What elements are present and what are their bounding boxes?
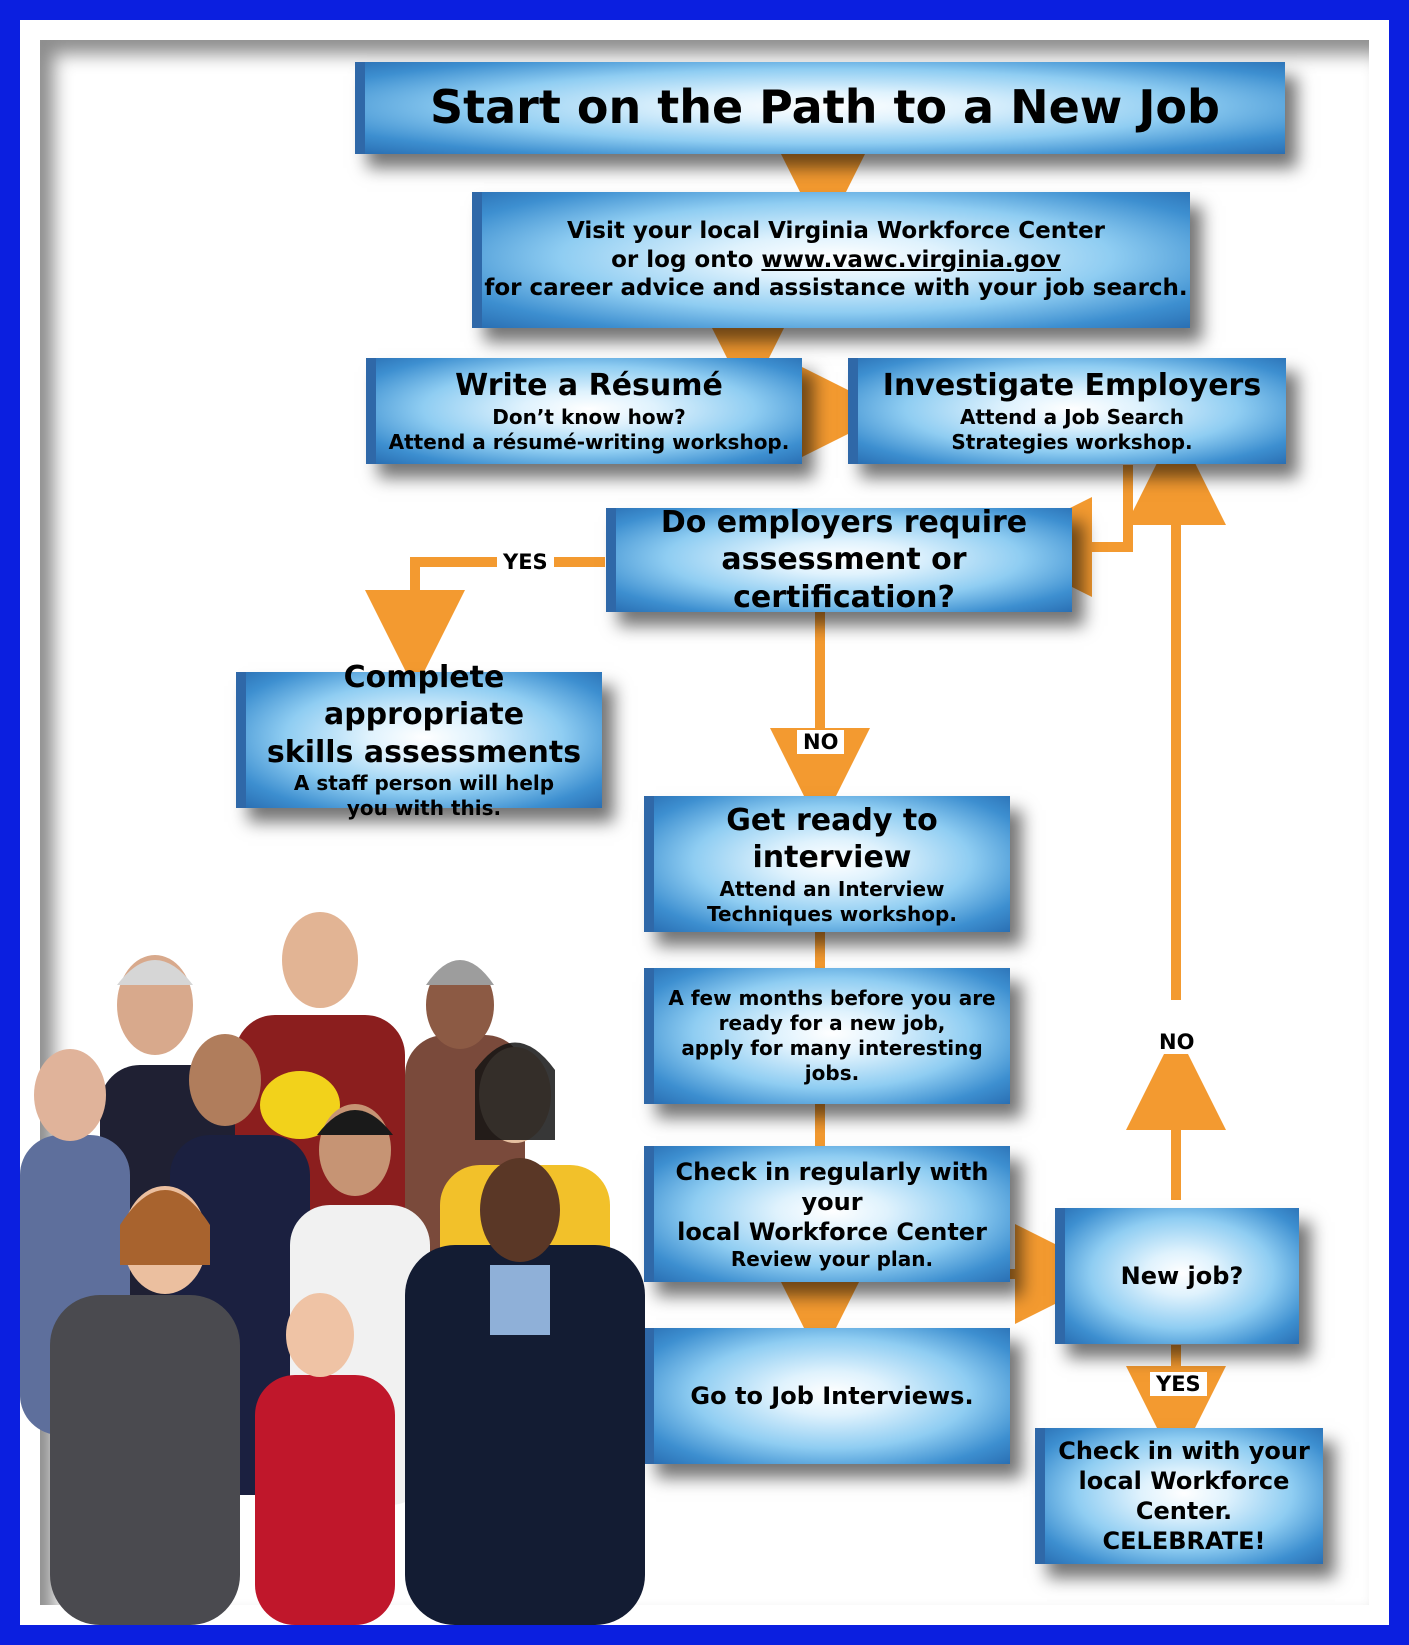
apply-line-1: A few months before you are (668, 986, 996, 1010)
new-job-box: New job? (1055, 1208, 1299, 1344)
person-hard-hat (260, 1071, 340, 1139)
assess-heading-2: skills assessments (266, 734, 582, 770)
celebrate-line-2: local Workforce Center. (1078, 1467, 1290, 1525)
yes-label-down: YES (1150, 1372, 1207, 1396)
new-job-text: New job? (1120, 1262, 1244, 1290)
assess-line-2: you with this. (346, 796, 502, 821)
group-of-workers-photo (20, 912, 645, 1625)
investigate-line-2: Strategies workshop. (951, 429, 1193, 454)
go-interviews-text: Go to Job Interviews. (690, 1382, 974, 1410)
visit-line-3: for career advice and assistance with yo… (484, 275, 1188, 302)
investigate-line-1: Attend a Job Search (959, 404, 1185, 429)
visit-line-1: Visit your local Virginia Workforce Cent… (566, 217, 1106, 244)
person-girl-red-dress (255, 1293, 395, 1625)
yes-label-left: YES (497, 550, 554, 574)
checkin-line-2: local Workforce Center (677, 1217, 987, 1246)
decision-line-1: Do employers require (660, 504, 1028, 540)
title-box: Start on the Path to a New Job (355, 62, 1285, 154)
write-resume-box: Write a Résumé Don’t know how? Attend a … (366, 358, 802, 464)
decision-line-2: assessment or certification? (721, 542, 967, 615)
go-to-interviews-box: Go to Job Interviews. (644, 1328, 1010, 1464)
assess-line-1: A staff person will help (293, 771, 555, 796)
check-in-regularly-box: Check in regularly with your local Workf… (644, 1146, 1010, 1282)
assess-heading-1: Complete appropriate (323, 659, 525, 733)
apply-jobs-box: A few months before you are ready for a … (644, 968, 1010, 1104)
vawc-website-link[interactable]: www.vawc.virginia.gov (761, 246, 1061, 273)
interview-prep-line-2: Techniques workshop. (707, 901, 957, 926)
skills-assessment-box: Complete appropriate skills assessments … (236, 660, 602, 820)
decision-box: Do employers require assessment or certi… (606, 505, 1072, 615)
visit-line-2: or log onto www.vawc.virginia.gov (611, 246, 1061, 275)
resume-line-2: Attend a résumé-writing workshop. (388, 429, 790, 454)
no-label-right: NO (1153, 1030, 1201, 1054)
apply-line-3: apply for many interesting jobs. (681, 1036, 983, 1085)
investigate-employers-box: Investigate Employers Attend a Job Searc… (848, 358, 1286, 464)
celebrate-line-1: Check in with your (1058, 1437, 1310, 1465)
page-title: Start on the Path to a New Job (430, 80, 1220, 135)
resume-heading: Write a Résumé (455, 368, 723, 404)
celebrate-box: Check in with your local Workforce Cente… (1035, 1428, 1323, 1564)
no-label-down: NO (797, 730, 845, 754)
resume-line-1: Don’t know how? (492, 404, 686, 429)
visit-line-2-prefix: or log onto (611, 246, 762, 273)
person-woman-gray-blazer (50, 1186, 240, 1625)
apply-line-2: ready for a new job, (718, 1011, 946, 1035)
investigate-heading: Investigate Employers (882, 368, 1262, 404)
celebrate-line-3: CELEBRATE! (1102, 1527, 1266, 1555)
checkin-line-3: Review your plan. (730, 1246, 934, 1271)
interview-prep-box: Get ready to interview Attend an Intervi… (644, 796, 1010, 932)
person-police-officer (405, 1158, 645, 1625)
interview-prep-line-1: Attend an Interview (719, 876, 945, 901)
visit-center-box: Visit your local Virginia Workforce Cent… (472, 192, 1190, 328)
interview-prep-heading: Get ready to interview (726, 802, 938, 876)
checkin-line-1: Check in regularly with your (675, 1157, 989, 1216)
